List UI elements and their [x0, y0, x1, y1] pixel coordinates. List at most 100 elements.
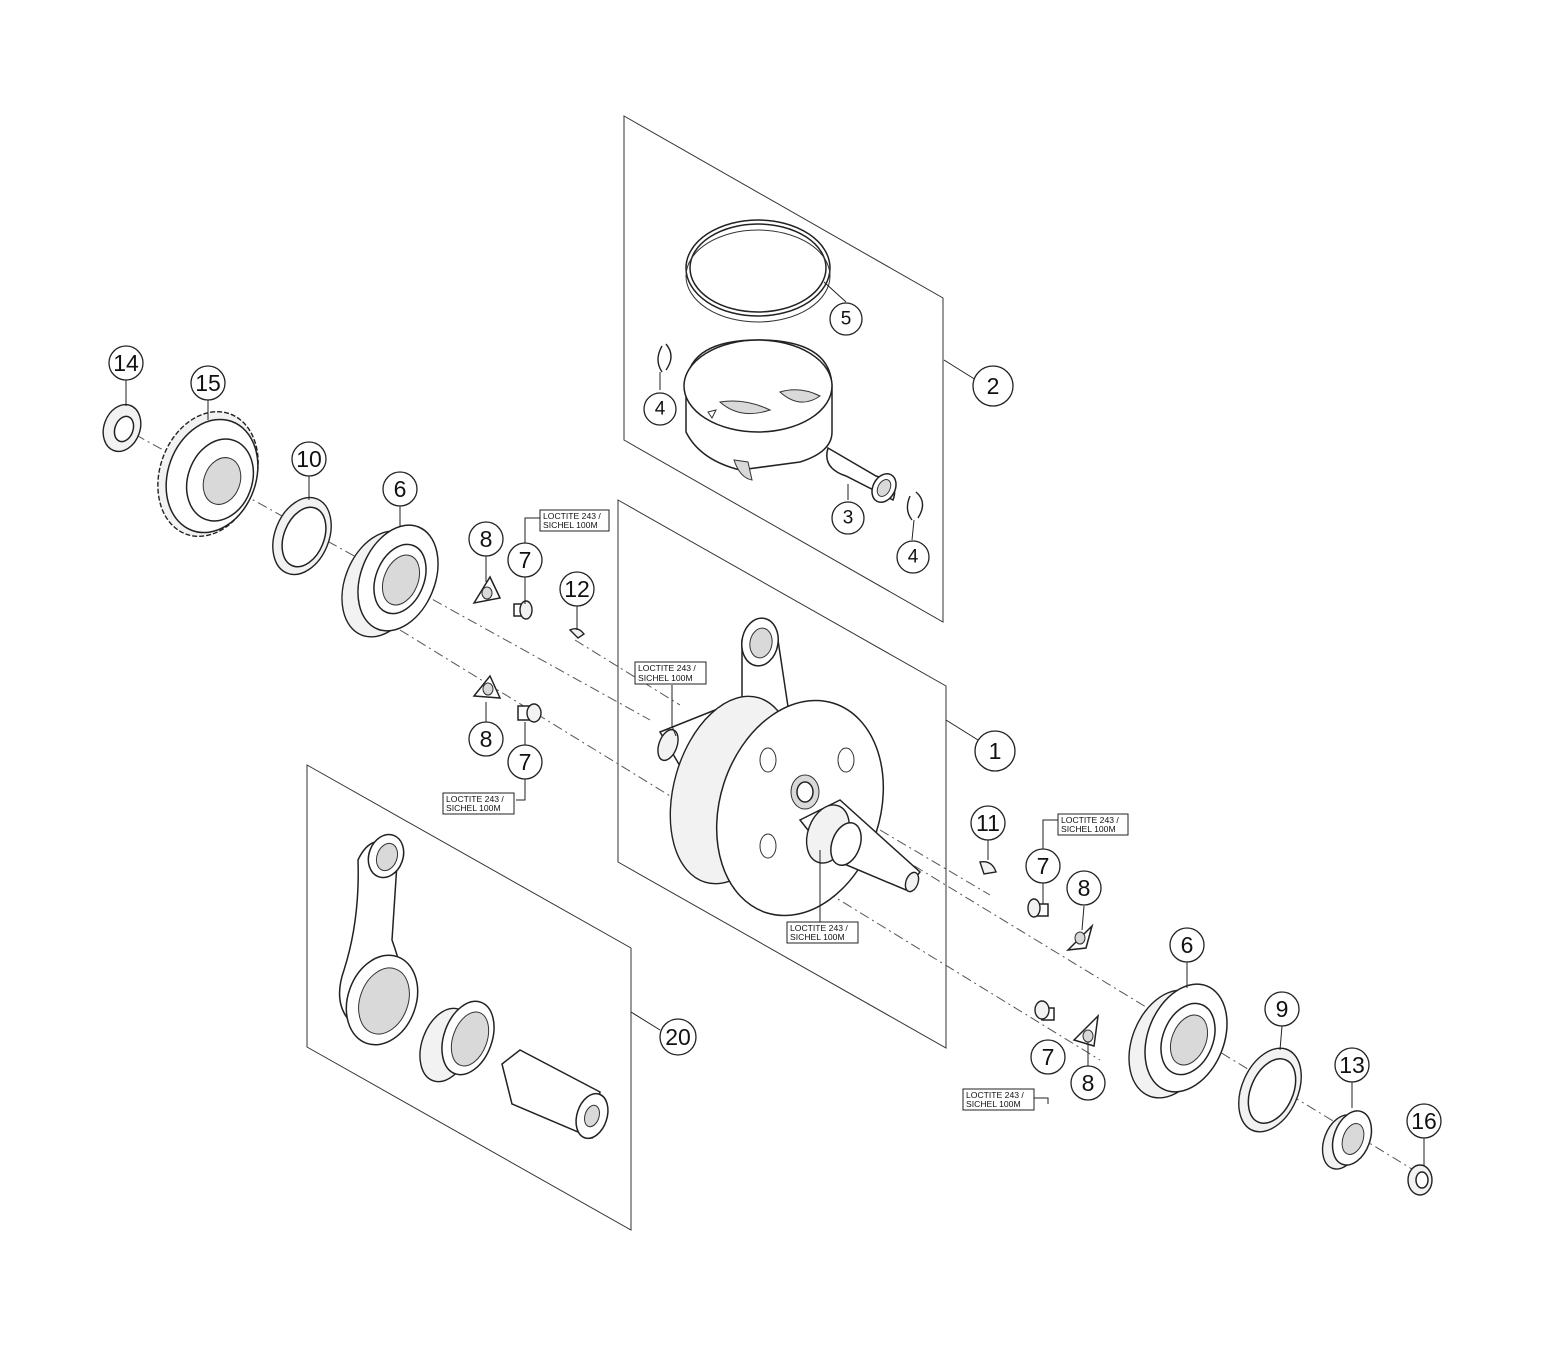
part-1-crankshaft: [657, 617, 922, 917]
part-3-piston-pin: [826, 446, 897, 503]
svg-text:15: 15: [195, 370, 221, 396]
svg-text:7: 7: [1037, 853, 1050, 879]
callout-8-lower-left: 8: [468, 721, 504, 757]
part-20-conrod: [338, 833, 419, 1046]
callout-8-lower-right: 8: [1070, 1065, 1106, 1101]
svg-text:LOCTITE 243 /: LOCTITE 243 /: [966, 1090, 1024, 1100]
callout-3: 3: [831, 501, 865, 535]
part-7-screw-upper-right: [1027, 898, 1049, 918]
part-6-main-bearing-right: [1128, 983, 1228, 1099]
part-7-screw-upper-left: [513, 600, 533, 620]
bearing-axis: [399, 629, 1101, 1061]
part-8-lock-plate-lower-left: [472, 674, 502, 699]
svg-text:14: 14: [113, 350, 139, 376]
callout-1: 1: [974, 730, 1016, 772]
svg-text:SICHEL 100M: SICHEL 100M: [543, 520, 598, 530]
svg-text:8: 8: [480, 526, 493, 552]
part-4-circlip-lower: [906, 491, 924, 521]
group-frame-20-conrod: [306, 764, 632, 1231]
svg-text:LOCTITE 243 /: LOCTITE 243 /: [790, 923, 848, 933]
callout-8-upper-left: 8: [468, 521, 504, 557]
svg-text:9: 9: [1276, 996, 1289, 1022]
svg-text:LOCTITE 243 /: LOCTITE 243 /: [543, 511, 601, 521]
svg-text:7: 7: [1042, 1044, 1055, 1070]
note-loctite-crank-left: LOCTITE 243 / SICHEL 100M: [634, 661, 707, 685]
callout-16: 16: [1406, 1103, 1442, 1139]
svg-text:3: 3: [843, 508, 854, 529]
svg-text:13: 13: [1339, 1052, 1365, 1078]
part-2-piston: [683, 339, 833, 481]
part-6-main-bearing-left: [341, 524, 439, 638]
callout-20: 20: [659, 1018, 697, 1056]
part-5-piston-rings: [685, 219, 831, 323]
callout-5: 5: [829, 302, 863, 336]
callout-8-upper-right: 8: [1066, 870, 1102, 906]
callout-11: 11: [970, 805, 1006, 841]
svg-text:10: 10: [296, 446, 322, 472]
svg-text:SICHEL 100M: SICHEL 100M: [790, 932, 845, 942]
part-12-woodruff-key: [568, 627, 586, 639]
svg-text:6: 6: [1181, 932, 1194, 958]
svg-text:5: 5: [841, 309, 852, 330]
group-frame-1-crankshaft: [617, 499, 947, 1049]
note-loctite-upper-left: LOCTITE 243 / SICHEL 100M: [539, 509, 610, 532]
svg-text:4: 4: [655, 399, 666, 420]
svg-text:LOCTITE 243 /: LOCTITE 243 /: [1061, 815, 1119, 825]
part-7-screw-lower-right: [1034, 1000, 1055, 1021]
part-9-shaft-seal: [1238, 1047, 1302, 1133]
svg-text:7: 7: [519, 749, 532, 775]
svg-text:6: 6: [394, 476, 407, 502]
note-loctite-upper-right: LOCTITE 243 / SICHEL 100M: [1057, 813, 1129, 836]
callout-10: 10: [291, 441, 327, 477]
svg-text:2: 2: [987, 373, 1000, 399]
svg-text:11: 11: [976, 810, 1000, 836]
callout-7-upper-right: 7: [1025, 848, 1061, 884]
key-axis-right: [879, 829, 991, 896]
callout-12: 12: [559, 571, 595, 607]
callout-7-lower-left: 7: [507, 744, 543, 780]
svg-text:LOCTITE 243 /: LOCTITE 243 /: [446, 794, 504, 804]
part-8-lock-plate-upper-right: [1065, 923, 1094, 951]
part-13-ring-nut: [1321, 1110, 1373, 1170]
part-8-lock-plate-lower-right: [1072, 1013, 1100, 1047]
svg-text:12: 12: [564, 576, 590, 602]
svg-text:16: 16: [1411, 1108, 1437, 1134]
key-axis: [574, 639, 681, 706]
svg-text:SICHEL 100M: SICHEL 100M: [638, 673, 693, 683]
callout-4-upper: 4: [643, 392, 677, 426]
part-20-bearing-sleeve: [419, 1000, 495, 1083]
svg-text:4: 4: [908, 547, 919, 568]
callout-7-upper-left: 7: [507, 542, 543, 578]
svg-text:LOCTITE 243 /: LOCTITE 243 /: [638, 663, 696, 673]
part-4-circlip-upper: [657, 343, 672, 373]
callout-2: 2: [972, 365, 1014, 407]
callout-9: 9: [1264, 991, 1300, 1027]
svg-text:8: 8: [480, 726, 493, 752]
part-14-seal-ring: [102, 403, 142, 453]
svg-text:1: 1: [989, 738, 1002, 764]
note-loctite-lower-right: LOCTITE 243 / SICHEL 100M: [962, 1088, 1035, 1111]
callout-14: 14: [108, 345, 144, 381]
callout-6-upper: 6: [382, 471, 418, 507]
callout-13: 13: [1334, 1047, 1370, 1083]
part-11-woodruff-key: [979, 861, 997, 875]
note-loctite-lower-left: LOCTITE 243 / SICHEL 100M: [442, 792, 515, 815]
note-loctite-crank-right: LOCTITE 243 / SICHEL 100M: [786, 921, 859, 944]
callout-4-lower: 4: [896, 540, 930, 574]
part-20-crank-pin: [501, 1049, 609, 1140]
part-16-nut: [1407, 1164, 1433, 1196]
leader-lines: [125, 281, 1425, 1166]
group-frame-2-piston: [623, 115, 944, 623]
svg-text:20: 20: [665, 1024, 691, 1050]
svg-text:7: 7: [519, 547, 532, 573]
callout-6-lower: 6: [1169, 927, 1205, 963]
svg-text:SICHEL 100M: SICHEL 100M: [446, 803, 501, 813]
callout-15: 15: [190, 365, 226, 401]
part-7-screw-lower-left: [517, 703, 542, 723]
svg-text:8: 8: [1082, 1070, 1095, 1096]
svg-text:SICHEL 100M: SICHEL 100M: [1061, 824, 1116, 834]
part-15-gear: [157, 410, 259, 538]
part-8-lock-plate-upper-left: [472, 575, 502, 605]
part-10-shaft-seal: [272, 496, 332, 576]
